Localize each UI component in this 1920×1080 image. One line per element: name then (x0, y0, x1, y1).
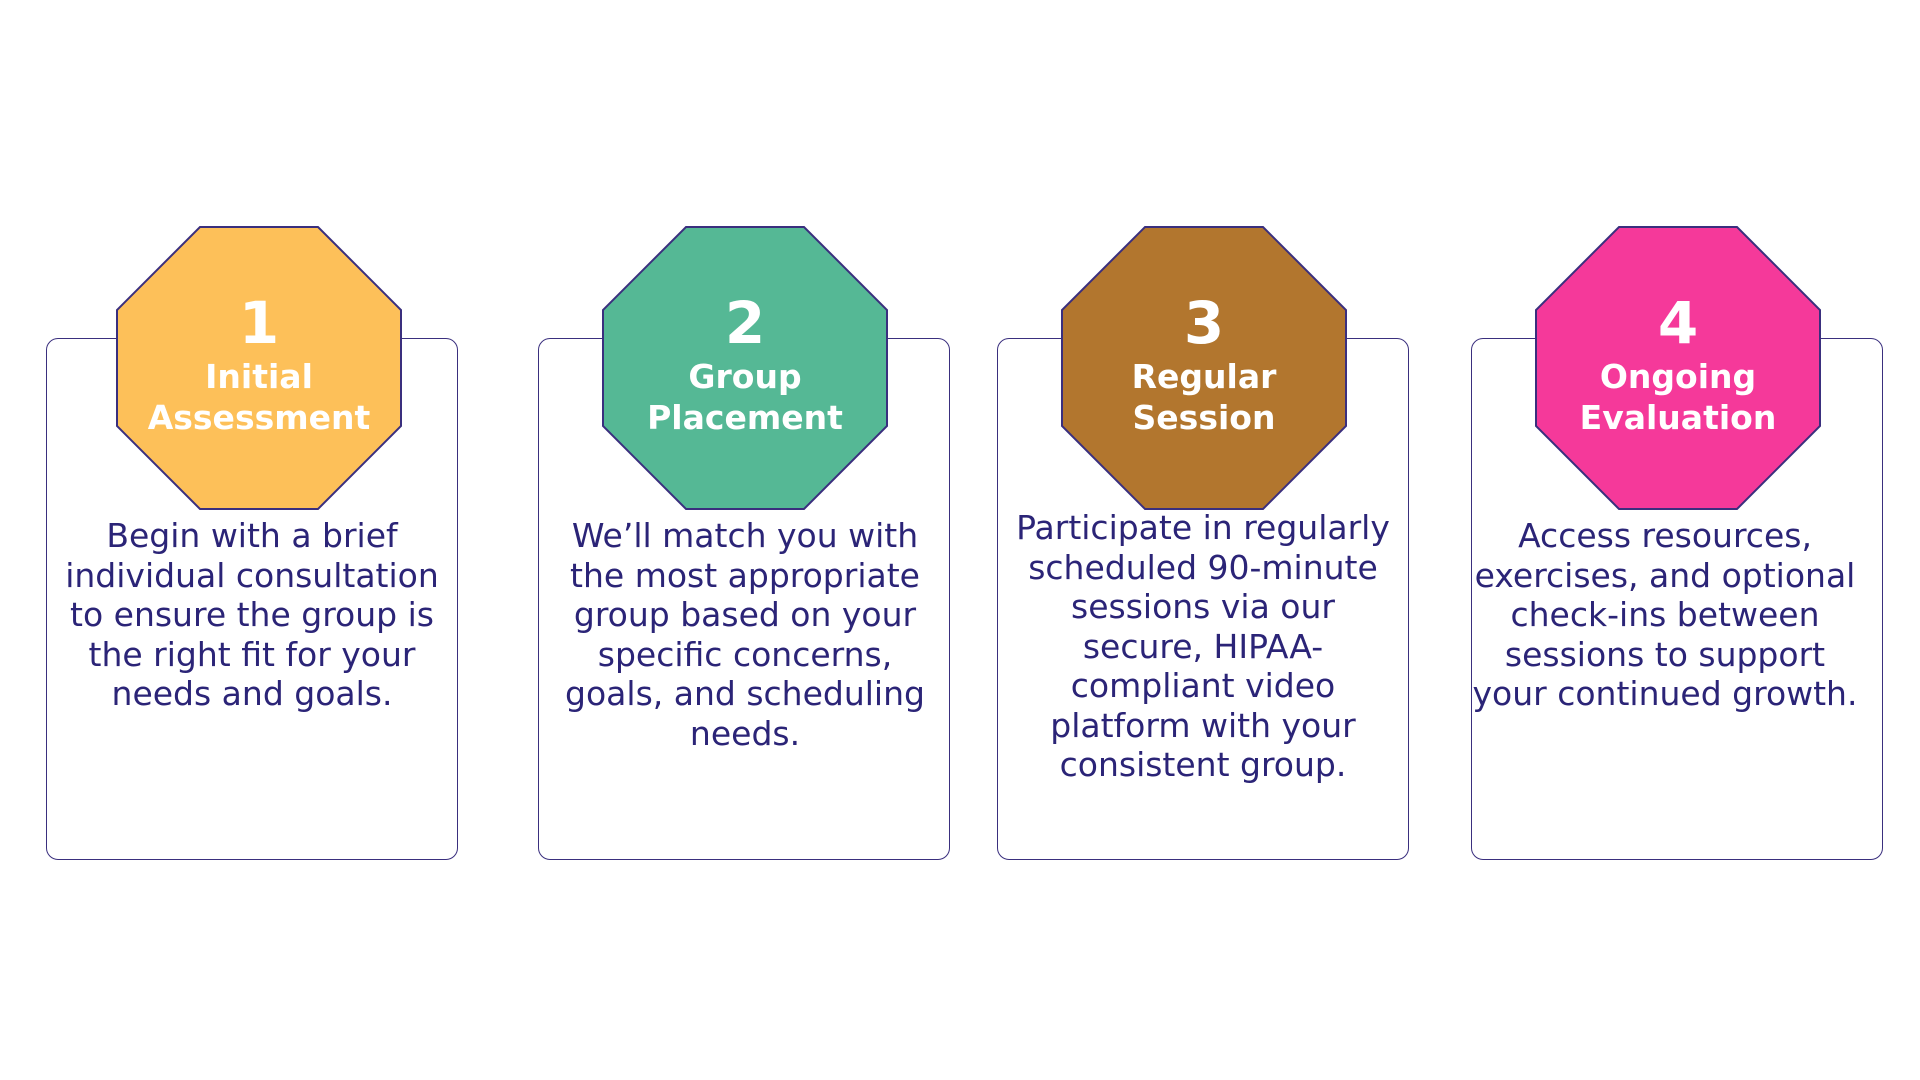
step-title-line2: Assessment (147, 398, 371, 437)
octagon-shape (116, 226, 402, 510)
step-title-line2: Session (1132, 398, 1276, 437)
step-title-line1: Group (688, 357, 802, 396)
step-description: Access resources, exercises, and optiona… (1472, 516, 1858, 713)
step-octagon: 4 Ongoing Evaluation (1535, 226, 1821, 510)
octagon-shape (1535, 226, 1821, 510)
step-octagon: 3 Regular Session (1061, 226, 1347, 510)
step-title-line1: Initial (205, 357, 313, 396)
step-description: We’ll match you with the most appropriat… (565, 516, 925, 753)
step-number: 2 (724, 289, 766, 357)
step-title-line2: Placement (647, 398, 843, 437)
step-description: Participate in regularly scheduled 90-mi… (1016, 508, 1390, 784)
step-1: 1 Initial Assessment Begin with a brief … (0, 0, 458, 860)
step-4: 4 Ongoing Evaluation Access resources, e… (0, 0, 1883, 860)
step-octagon: 2 Group Placement (602, 226, 888, 510)
step-number: 1 (238, 289, 280, 357)
step-title-line2: Evaluation (1579, 398, 1777, 437)
step-title-line1: Regular (1131, 357, 1277, 396)
step-3: 3 Regular Session Participate in regular… (0, 0, 1409, 860)
step-number: 4 (1657, 289, 1699, 357)
octagon-shape (1061, 226, 1347, 510)
step-description: Begin with a brief individual consultati… (65, 516, 439, 713)
step-octagon: 1 Initial Assessment (116, 226, 402, 510)
octagon-shape (602, 226, 888, 510)
step-number: 3 (1183, 289, 1225, 357)
step-2: 2 Group Placement We’ll match you with t… (0, 0, 950, 860)
step-title-line1: Ongoing (1599, 357, 1757, 396)
